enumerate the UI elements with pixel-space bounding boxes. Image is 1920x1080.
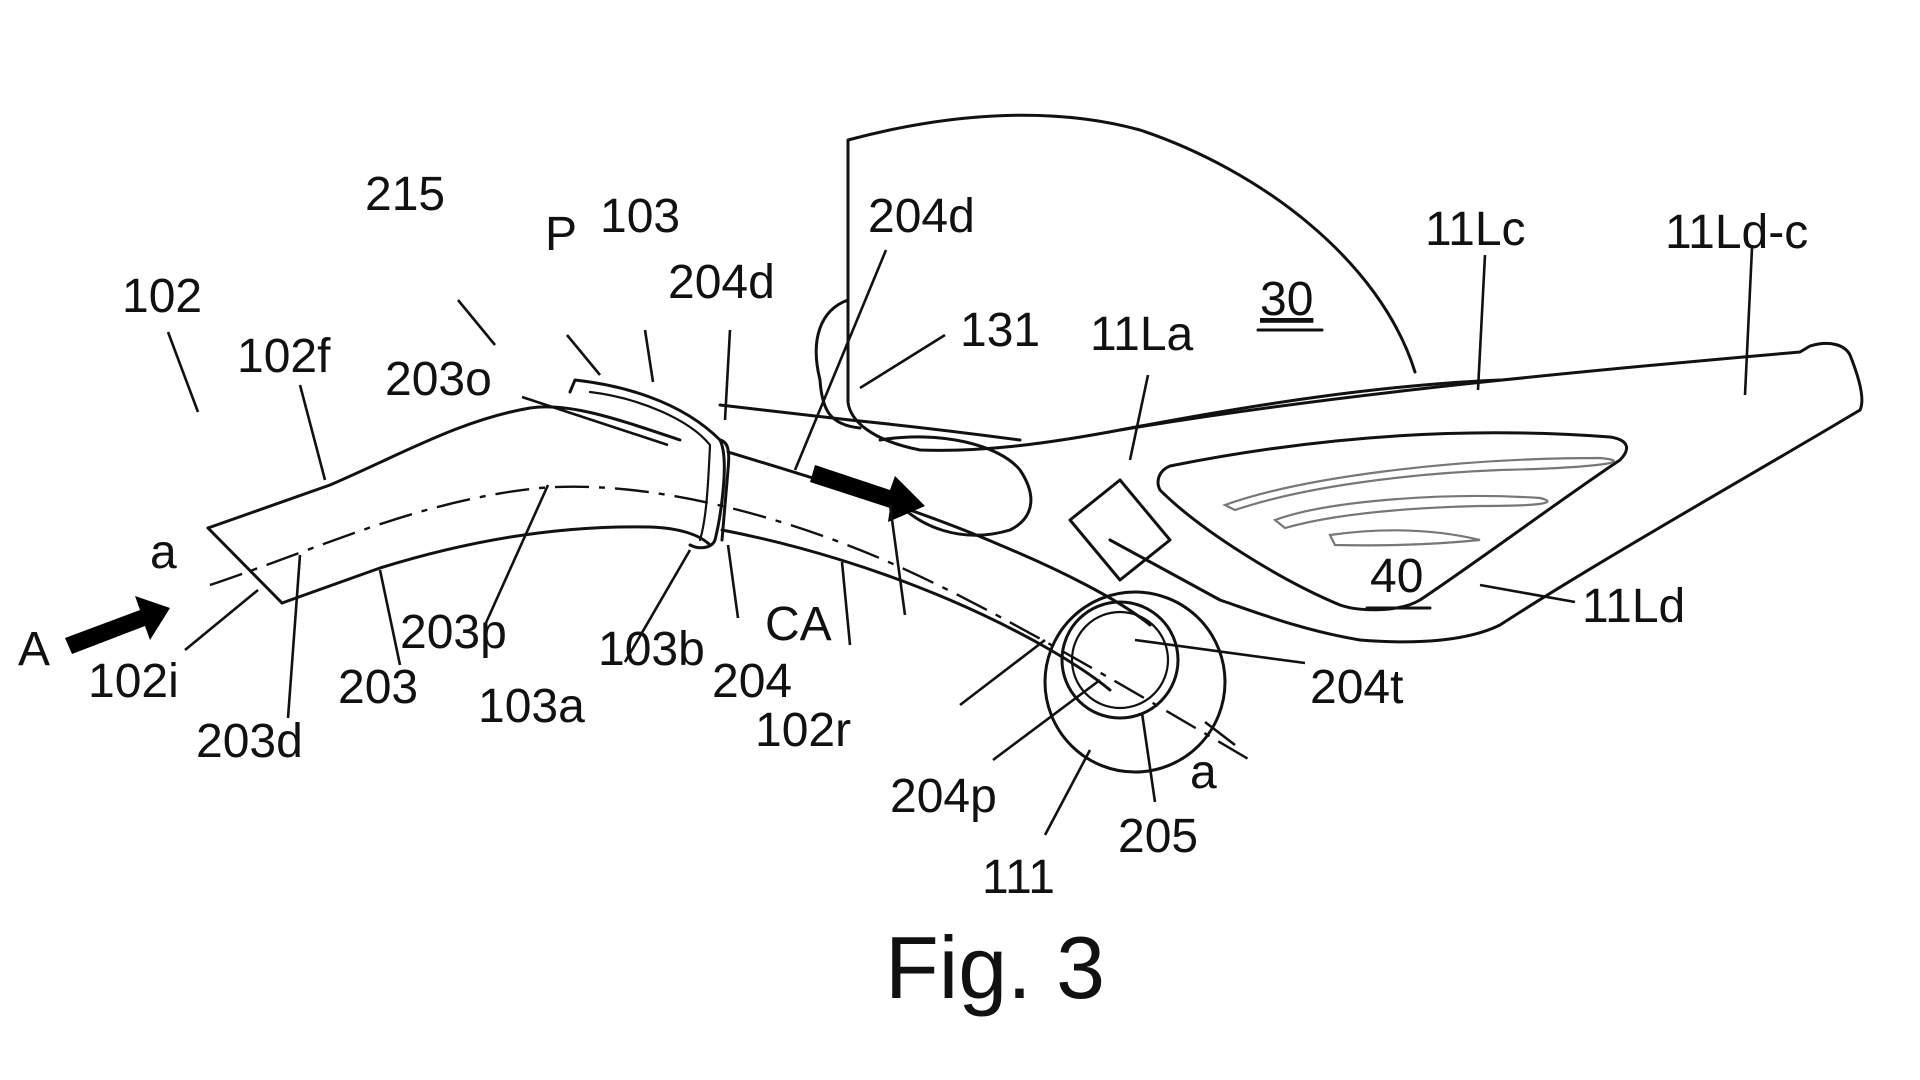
coupling-103-inner: [588, 390, 712, 542]
label-203o: 203o: [385, 353, 492, 406]
arrow-A-icon: [65, 596, 170, 654]
coupling-103-outer: [568, 378, 726, 550]
housing-box: [1068, 478, 1172, 582]
label-204: 204: [712, 655, 792, 708]
label-103b: 103b: [598, 623, 705, 676]
pocket-contour-1: [1222, 456, 1615, 512]
label-102: 102: [122, 270, 202, 323]
label-204t: 204t: [1310, 661, 1403, 714]
label-204d-upper: 204d: [868, 190, 975, 243]
label-103: 103: [600, 190, 680, 243]
bracket-131: [814, 298, 862, 430]
label-P: P: [545, 208, 577, 261]
label-102f: 102f: [237, 330, 331, 383]
circle-205-outer: [1060, 600, 1180, 720]
label-203p: 203p: [400, 606, 507, 659]
figure-caption: Fig. 3: [885, 918, 1105, 1017]
housing-dome: [878, 435, 1033, 537]
label-204p: 204p: [890, 770, 997, 823]
tube-204-bottom: [720, 528, 1112, 692]
arrow-flow-icon: [810, 465, 925, 522]
plate-11Lc-top: [1118, 341, 1864, 432]
label-203d: 203d: [196, 715, 303, 768]
tube-203-top: [206, 405, 682, 530]
tube-203-end: [206, 526, 284, 605]
label-203: 203: [338, 661, 418, 714]
circle-205-inner: [1070, 610, 1170, 710]
label-axis-a-left: a: [150, 526, 177, 579]
seat-base-line: [846, 378, 1502, 452]
label-103a: 103a: [478, 680, 585, 733]
label-40: 40: [1370, 550, 1423, 603]
label-11Ld-c: 11Ld-c: [1665, 206, 1808, 259]
pocket-contour-3: [1328, 529, 1481, 547]
label-205: 205: [1118, 810, 1198, 863]
upper-rail: [718, 403, 1022, 442]
label-11Ld: 11Ld: [1582, 580, 1685, 633]
tube-204-top: [726, 450, 1152, 627]
leader-lines: [166, 247, 1754, 836]
label-11La: 11La: [1090, 308, 1194, 361]
label-131: 131: [960, 304, 1040, 357]
label-102i: 102i: [88, 655, 179, 708]
pocket-contour-2: [1272, 494, 1549, 530]
label-11Lc: 11Lc: [1425, 203, 1526, 256]
label-111: 111: [982, 851, 1055, 904]
label-102r: 102r: [755, 704, 851, 757]
label-axis-a-right: a: [1190, 746, 1217, 799]
pocket-40-outline: [1156, 431, 1628, 612]
plate-11Ld-outer: [1108, 408, 1862, 644]
label-215: 215: [365, 168, 445, 221]
label-204d-lower: 204d: [668, 256, 775, 309]
circle-111: [1043, 590, 1227, 774]
center-axis: [209, 485, 1251, 762]
label-CA: CA: [765, 598, 832, 651]
coupling-103-rear: [718, 438, 731, 542]
tube-203-bottom: [280, 525, 712, 605]
label-30: 30: [1260, 273, 1313, 326]
seat-back-outline: [846, 113, 1417, 404]
label-A: A: [18, 623, 50, 676]
